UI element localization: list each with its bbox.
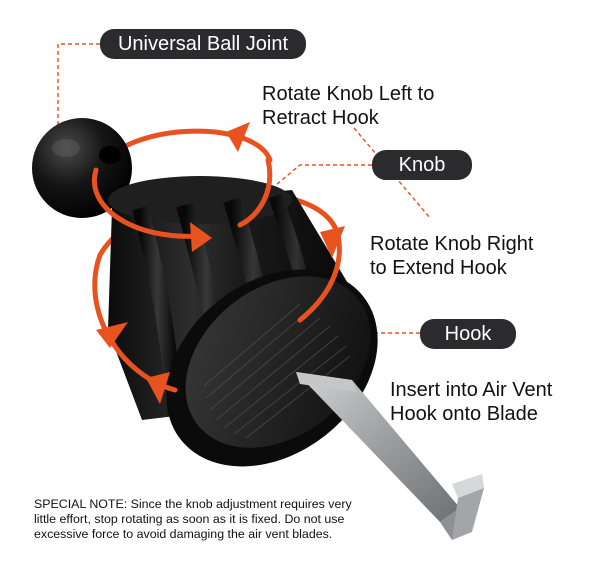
rotate-left-line1: Rotate Knob Left to <box>262 83 435 105</box>
knob-label: Knob <box>372 150 472 180</box>
ball-joint-label: Universal Ball Joint <box>100 29 306 59</box>
special-note: SPECIAL NOTE: Since the knob adjustment … <box>34 497 374 543</box>
insert-line2: Hook onto Blade <box>390 403 538 425</box>
rotate-right-line1: Rotate Knob Right <box>370 233 534 255</box>
hook <box>296 372 484 540</box>
rotate-right-line2: to Extend Hook <box>370 257 507 279</box>
special-note-line2: little effort, stop rotating as soon as … <box>34 512 345 527</box>
rotate-right-callout: Rotate Knob Right to Extend Hook <box>370 232 533 280</box>
insert-callout: Insert into Air Vent Hook onto Blade <box>390 378 552 426</box>
rotate-left-line2: Retract Hook <box>262 107 379 129</box>
rotate-arrow-icon <box>96 122 345 404</box>
ball-joint <box>32 118 132 218</box>
special-note-line1: SPECIAL NOTE: Since the knob adjustment … <box>34 497 352 511</box>
base-disc <box>166 269 378 467</box>
ball-joint-leader-line <box>57 43 100 128</box>
rotate-left-callout: Rotate Knob Left to Retract Hook <box>262 82 434 130</box>
special-note-line3: excessive force to avoid damaging the ai… <box>34 527 333 542</box>
hook-label: Hook <box>420 319 516 349</box>
insert-line1: Insert into Air Vent <box>390 379 553 401</box>
